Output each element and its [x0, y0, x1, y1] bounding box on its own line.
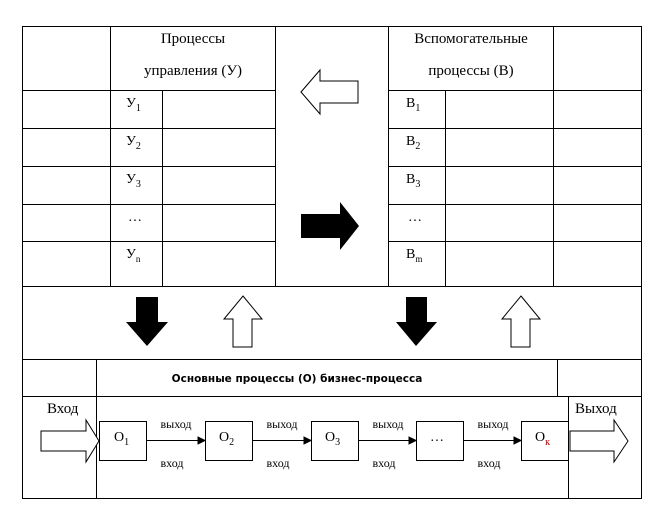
inter-table-arrows: [300, 68, 359, 250]
mgmt-row-label: У1: [126, 96, 141, 114]
solid-down-arrow-icon: [126, 297, 168, 346]
input-label: Вход: [47, 401, 79, 417]
link-output-label: выход: [266, 417, 297, 431]
mgmt-row-label: Уn: [126, 247, 141, 264]
output-label: Выход: [575, 401, 617, 417]
process-box: …: [416, 421, 464, 461]
core-process-chain: О1 О2 О3 … Ок выход: [99, 417, 569, 470]
link-output-label: выход: [477, 417, 508, 431]
link-output-label: выход: [160, 417, 191, 431]
support-row-label: В3: [406, 172, 420, 190]
mgmt-row-label: У2: [126, 134, 141, 152]
process-box: О2: [205, 421, 253, 461]
support-row-label: Вm: [406, 247, 422, 264]
support-table: Вспомогательные процессы (В) В1 В2 В3 … …: [406, 31, 528, 264]
management-table: Процессы управления (У) У1 У2 У3 … Уn: [126, 31, 242, 264]
process-box: О3: [311, 421, 359, 461]
process-box: Ок: [521, 421, 569, 461]
mgmt-title-line2: управления (У): [144, 63, 242, 79]
svg-text:Ок: Ок: [535, 430, 550, 448]
hollow-left-arrow-icon: [300, 68, 359, 116]
link-input-label: вход: [373, 456, 396, 470]
support-row-label: В1: [406, 96, 420, 114]
connector-arrowhead-icon: [513, 436, 523, 445]
link-input-label: вход: [161, 456, 184, 470]
svg-text:О1: О1: [114, 430, 129, 448]
mgmt-row-label: У3: [126, 172, 141, 190]
mgmt-title-line1: Процессы: [161, 31, 225, 47]
mgmt-row-label: …: [128, 210, 142, 225]
link-input-label: вход: [478, 456, 501, 470]
svg-text:О3: О3: [325, 430, 340, 448]
link-output-label: выход: [372, 417, 403, 431]
middle-band-arrows: [126, 295, 542, 348]
svg-text:…: …: [430, 430, 444, 445]
solid-down-arrow-icon: [396, 297, 437, 346]
output-arrow-icon: [569, 418, 629, 464]
support-row-label: …: [408, 210, 422, 225]
svg-text:О2: О2: [219, 430, 234, 448]
hollow-up-arrow-icon: [500, 295, 542, 348]
support-title-line1: Вспомогательные: [414, 31, 528, 47]
input-arrow-icon: [40, 418, 100, 464]
connector-arrowhead-icon: [408, 436, 418, 445]
process-box: О1: [99, 421, 147, 461]
link-input-label: вход: [267, 456, 290, 470]
support-title-line2: процессы (В): [428, 63, 513, 79]
connector-arrowhead-icon: [303, 436, 313, 445]
connector-arrowhead-icon: [197, 436, 207, 445]
outer-frame: [22, 26, 642, 499]
solid-right-arrow-icon: [301, 202, 359, 250]
hollow-up-arrow-icon: [222, 295, 264, 348]
core-processes-title: Основные процессы (О) бизнес-процесса: [172, 373, 423, 385]
support-row-label: В2: [406, 134, 420, 152]
